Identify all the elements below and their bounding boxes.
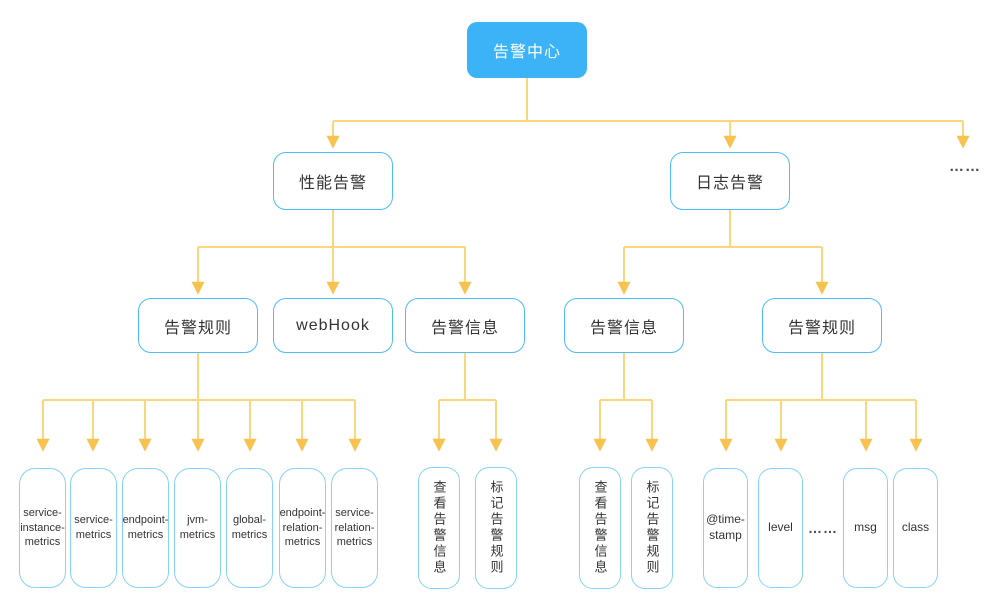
leaf-msg: msg xyxy=(843,468,888,588)
leaf-jvm-metrics: jvm-metrics xyxy=(174,468,221,588)
leaf-service-relation-metrics: service-relation-metrics xyxy=(331,468,378,588)
leaf-endpoint-metrics: endpoint-metrics xyxy=(122,468,169,588)
node-alert-rules-log: 告警规则 xyxy=(762,298,882,353)
node-alert-center: 告警中心 xyxy=(467,22,587,78)
leaf-mark-alert-rules-performance: 标记告警规则 xyxy=(475,467,517,589)
node-log-alert: 日志告警 xyxy=(670,152,790,210)
leaf-view-alert-info-log: 查看告警信息 xyxy=(579,467,621,589)
leaf-level: level xyxy=(758,468,803,588)
node-alert-rules-performance: 告警规则 xyxy=(138,298,258,353)
node-webhook: webHook xyxy=(273,298,393,353)
node-alert-info-performance: 告警信息 xyxy=(405,298,525,353)
leaf-mark-alert-rules-log: 标记告警规则 xyxy=(631,467,673,589)
leaf-fields-ellipsis: …… xyxy=(808,520,838,536)
node-performance-alert: 性能告警 xyxy=(273,152,393,210)
leaf-class: class xyxy=(893,468,938,588)
node-alert-info-log: 告警信息 xyxy=(564,298,684,353)
leaf-global-metrics: global-metrics xyxy=(226,468,273,588)
leaf-view-alert-info-performance: 查看告警信息 xyxy=(418,467,460,589)
more-branches-ellipsis: …… xyxy=(949,158,981,175)
leaf-endpoint-relation-metrics: endpoint-relation-metrics xyxy=(279,468,326,588)
leaf-service-metrics: service-metrics xyxy=(70,468,117,588)
leaf-service-instance-metrics: service-instance-metrics xyxy=(19,468,66,588)
leaf-timestamp: @time-stamp xyxy=(703,468,748,588)
